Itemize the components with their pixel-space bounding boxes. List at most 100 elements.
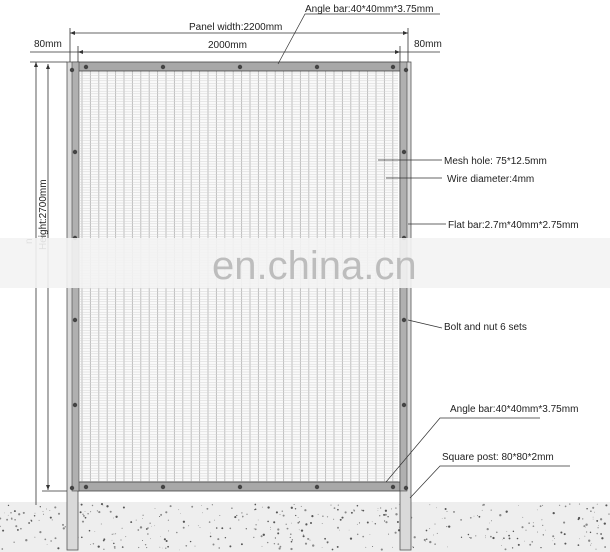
ground-speckle [592, 516, 594, 518]
ground-speckle [142, 540, 144, 541]
ground-speckle [348, 529, 350, 531]
ground-speckle [39, 506, 41, 508]
ground-speckle [592, 518, 594, 520]
ground-speckle [125, 536, 127, 538]
ground-speckle [321, 522, 323, 524]
ground-speckle [240, 543, 243, 546]
ground-speckle [51, 519, 53, 521]
ground-speckle [429, 540, 432, 544]
ground-speckle [425, 529, 428, 532]
ground-speckle [114, 547, 116, 549]
ground-speckle [423, 538, 426, 542]
ground-speckle [290, 547, 293, 551]
ground-speckle [208, 521, 211, 523]
ground-speckle [460, 519, 462, 521]
ground-speckle [331, 548, 334, 551]
ground-speckle [501, 545, 502, 546]
ground-speckle [154, 508, 156, 509]
ground-speckle [582, 518, 584, 520]
ground-speckle [199, 527, 201, 528]
ground-speckle [30, 519, 32, 521]
ground-speckle [221, 527, 224, 530]
ground-speckle [604, 546, 606, 548]
ground-speckle [57, 547, 60, 550]
ground-speckle [254, 509, 256, 511]
ground-speckle [87, 512, 89, 515]
ground-speckle [337, 526, 339, 529]
ground-speckle [584, 535, 586, 537]
ground-speckle [512, 530, 515, 533]
ground-speckle [39, 531, 42, 534]
ground-speckle [279, 514, 281, 516]
ground-speckle [257, 519, 259, 521]
ground-speckle [103, 548, 105, 550]
ground-speckle [4, 512, 5, 514]
ground-speckle [324, 537, 326, 540]
ground-speckle [453, 510, 455, 513]
ground-speckle [188, 525, 190, 527]
bolt-icon [390, 484, 396, 490]
ground-speckle [7, 504, 10, 507]
ground-speckle [275, 511, 278, 514]
ground-speckle [210, 532, 211, 534]
ground-speckle [168, 530, 170, 532]
ground-speckle [238, 519, 240, 521]
ground-speckle [577, 518, 580, 521]
ground-speckle [469, 536, 472, 539]
ground-speckle [553, 543, 556, 545]
ground-speckle [277, 543, 280, 545]
bolt-icon [69, 67, 75, 73]
ground-speckle [300, 529, 304, 532]
ground-speckle [34, 512, 36, 514]
ground-speckle [262, 533, 265, 536]
ground-speckle [14, 518, 16, 521]
ground-speckle [312, 544, 315, 547]
ground-speckle [579, 538, 580, 540]
ground-speckle [254, 528, 257, 531]
ground-speckle [82, 513, 84, 516]
ground-speckle [588, 539, 591, 542]
ground-speckle [42, 513, 44, 515]
angle-bar-bottom-label: Angle bar:40*40mm*3.75mm [450, 404, 578, 415]
ground-speckle [529, 543, 532, 546]
ground-speckle [502, 539, 503, 541]
ground-speckle [80, 536, 83, 539]
ground-speckle [217, 538, 220, 541]
mesh-width-label: 2000mm [208, 40, 247, 51]
ground-speckle [6, 518, 9, 521]
ground-speckle [10, 511, 12, 514]
ground-speckle [542, 504, 544, 506]
ground-speckle [344, 511, 347, 514]
ground-speckle [326, 516, 329, 518]
ground-speckle [590, 544, 592, 546]
ground-speckle [2, 529, 5, 532]
ground-speckle [586, 508, 588, 510]
ground-speckle [241, 515, 244, 518]
ground-speckle [229, 545, 232, 548]
ground-speckle [15, 525, 18, 528]
ground-speckle [54, 506, 57, 509]
bolt-icon [401, 402, 407, 408]
ground-speckle [290, 506, 293, 509]
ground-speckle [394, 531, 397, 534]
ground-speckle [600, 533, 602, 535]
ground-speckle [356, 504, 359, 507]
ground-speckle [209, 535, 212, 538]
ground-speckle [563, 521, 566, 524]
ground-speckle [253, 528, 255, 530]
ground-speckle [290, 533, 292, 535]
ground-speckle [211, 504, 213, 506]
ground-speckle [277, 528, 280, 531]
ground-speckle [201, 504, 203, 506]
ground-speckle [179, 549, 180, 551]
ground-speckle [564, 542, 567, 545]
ground-speckle [412, 546, 414, 549]
ground-speckle [594, 511, 595, 513]
ground-speckle [560, 531, 563, 534]
wire-diameter-label: Wire diameter:4mm [447, 174, 534, 185]
ground-speckle [245, 528, 247, 530]
ground-speckle [194, 545, 196, 547]
bolt-icon [403, 485, 409, 491]
ground-speckle [100, 503, 104, 506]
